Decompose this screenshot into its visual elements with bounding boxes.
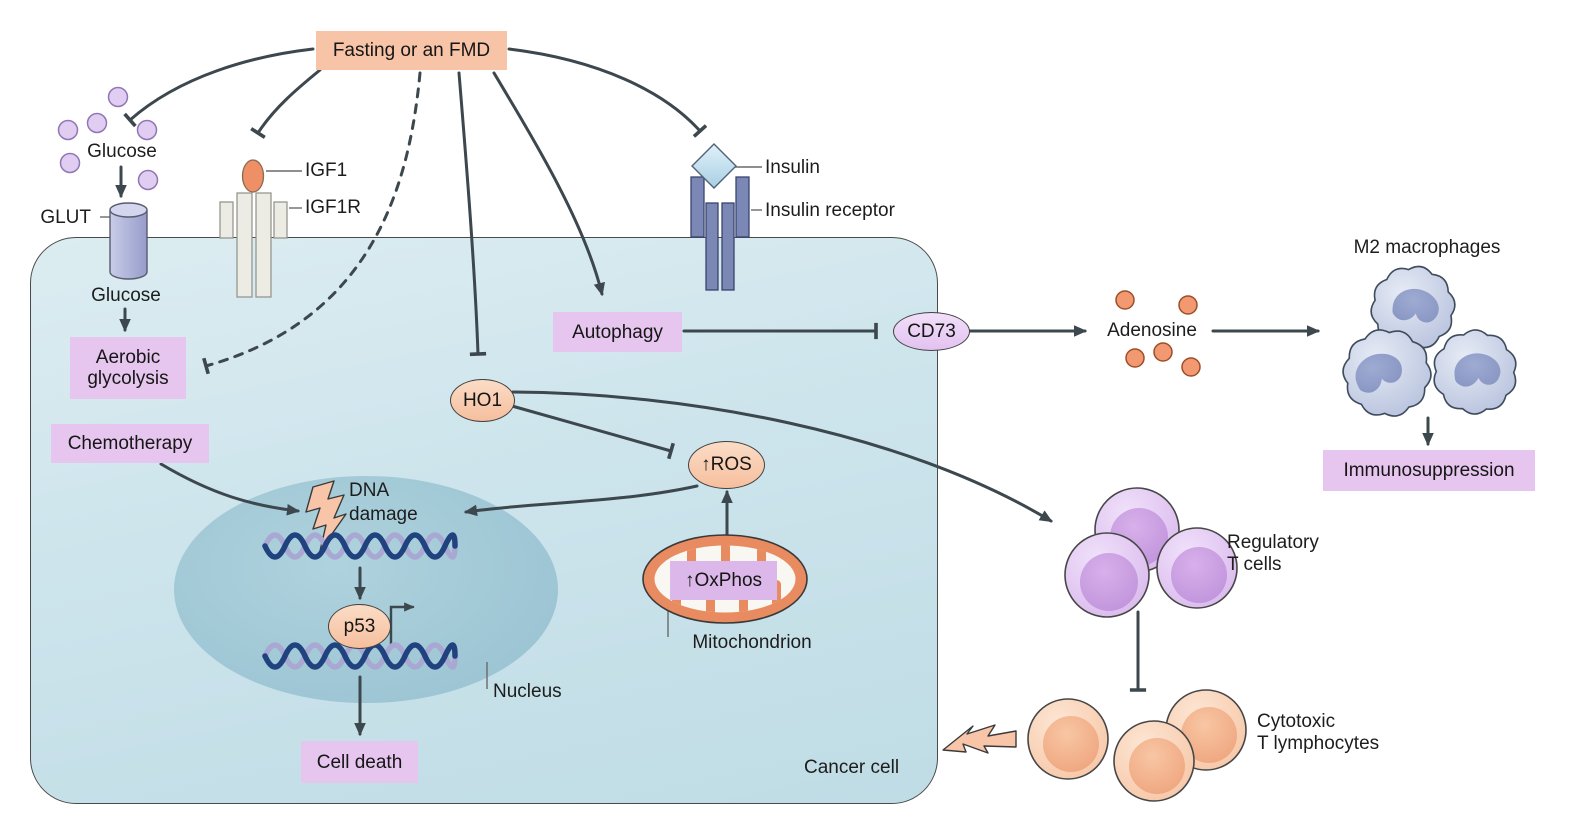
insulin-receptor-label: Insulin receptor (765, 200, 895, 221)
edge-fasting-inhibits-aerobic-glycolysis (202, 71, 422, 375)
adenosine-molecule-dots (1115, 290, 1201, 377)
dna-damage-bolt-icon (305, 480, 347, 552)
dna-helix-upper (262, 532, 458, 560)
edge-ho1-inhibits-ros (510, 404, 675, 460)
regulatory-t-cells-label: Regulatory T cells (1227, 532, 1319, 575)
edge-fasting-inhibits-ho1 (457, 71, 487, 357)
insulin-label: Insulin (765, 157, 820, 178)
insulin-receptor-bars (690, 176, 750, 291)
dna-damage-label: DNA damage (349, 480, 418, 525)
cancer-cell-label: Cancer cell (804, 757, 900, 778)
ctl-attack-bolt-icon (942, 724, 1017, 754)
glucose-molecule-dots (57, 86, 159, 191)
cytotoxic-t-lymphocytes-label: Cytotoxic T lymphocytes (1257, 711, 1380, 754)
immunosuppression-node: Immunosuppression (1323, 450, 1535, 491)
adenosine-label: Adenosine (1107, 320, 1197, 341)
igf1-receptor (219, 192, 288, 298)
p53-node: p53 (328, 604, 391, 649)
igf1-label: IGF1 (305, 160, 348, 181)
oxphos-node: ↑OxPhos (670, 561, 777, 600)
transcription-start-arrow (389, 602, 415, 650)
igf1-ligand (241, 159, 265, 193)
insulin-ligand-diamond (691, 143, 737, 189)
autophagy-node: Autophagy (553, 312, 682, 352)
ros-node: ↑ROS (688, 441, 765, 489)
chemotherapy-node: Chemotherapy (51, 424, 209, 463)
edge-fasting-inhibits-igf1 (250, 68, 322, 139)
edge-ho1-to-regulatory-t-cells (511, 390, 1053, 523)
glut-label: GLUT (40, 207, 91, 228)
dna-helix-lower (262, 642, 458, 670)
glucose-extracellular-label: Glucose (87, 141, 157, 162)
regulatory-t-cell-cluster (1064, 487, 1238, 618)
edge-ros-to-dna-damage (463, 484, 699, 517)
cell-death-node: Cell death (301, 741, 418, 783)
edge-group (115, 47, 1434, 737)
edge-chemotherapy-to-dna-damage (159, 462, 301, 516)
cd73-node: CD73 (893, 312, 970, 351)
mitochondrion-label: Mitochondrion (692, 632, 812, 653)
igf1r-label: IGF1R (305, 197, 361, 218)
m2-macrophages-label: M2 macrophages (1353, 237, 1501, 258)
ho1-node: HO1 (450, 379, 515, 422)
edge-fasting-inhibits-insulin (507, 47, 708, 138)
glut-transporter (109, 202, 148, 280)
glucose-intracellular-label: Glucose (91, 285, 161, 306)
aerobic-glycolysis-node: Aerobic glycolysis (70, 337, 186, 399)
nucleus-body (174, 476, 558, 703)
fasting-fmd-node: Fasting or an FMD (316, 31, 507, 70)
m2-macrophage-cells (1342, 265, 1517, 417)
cytotoxic-t-cell-cluster (1027, 689, 1247, 802)
edge-fasting-inhibits-glucose (123, 47, 315, 128)
edge-fasting-activates-autophagy (492, 71, 605, 297)
nucleus-label: Nucleus (493, 681, 562, 702)
